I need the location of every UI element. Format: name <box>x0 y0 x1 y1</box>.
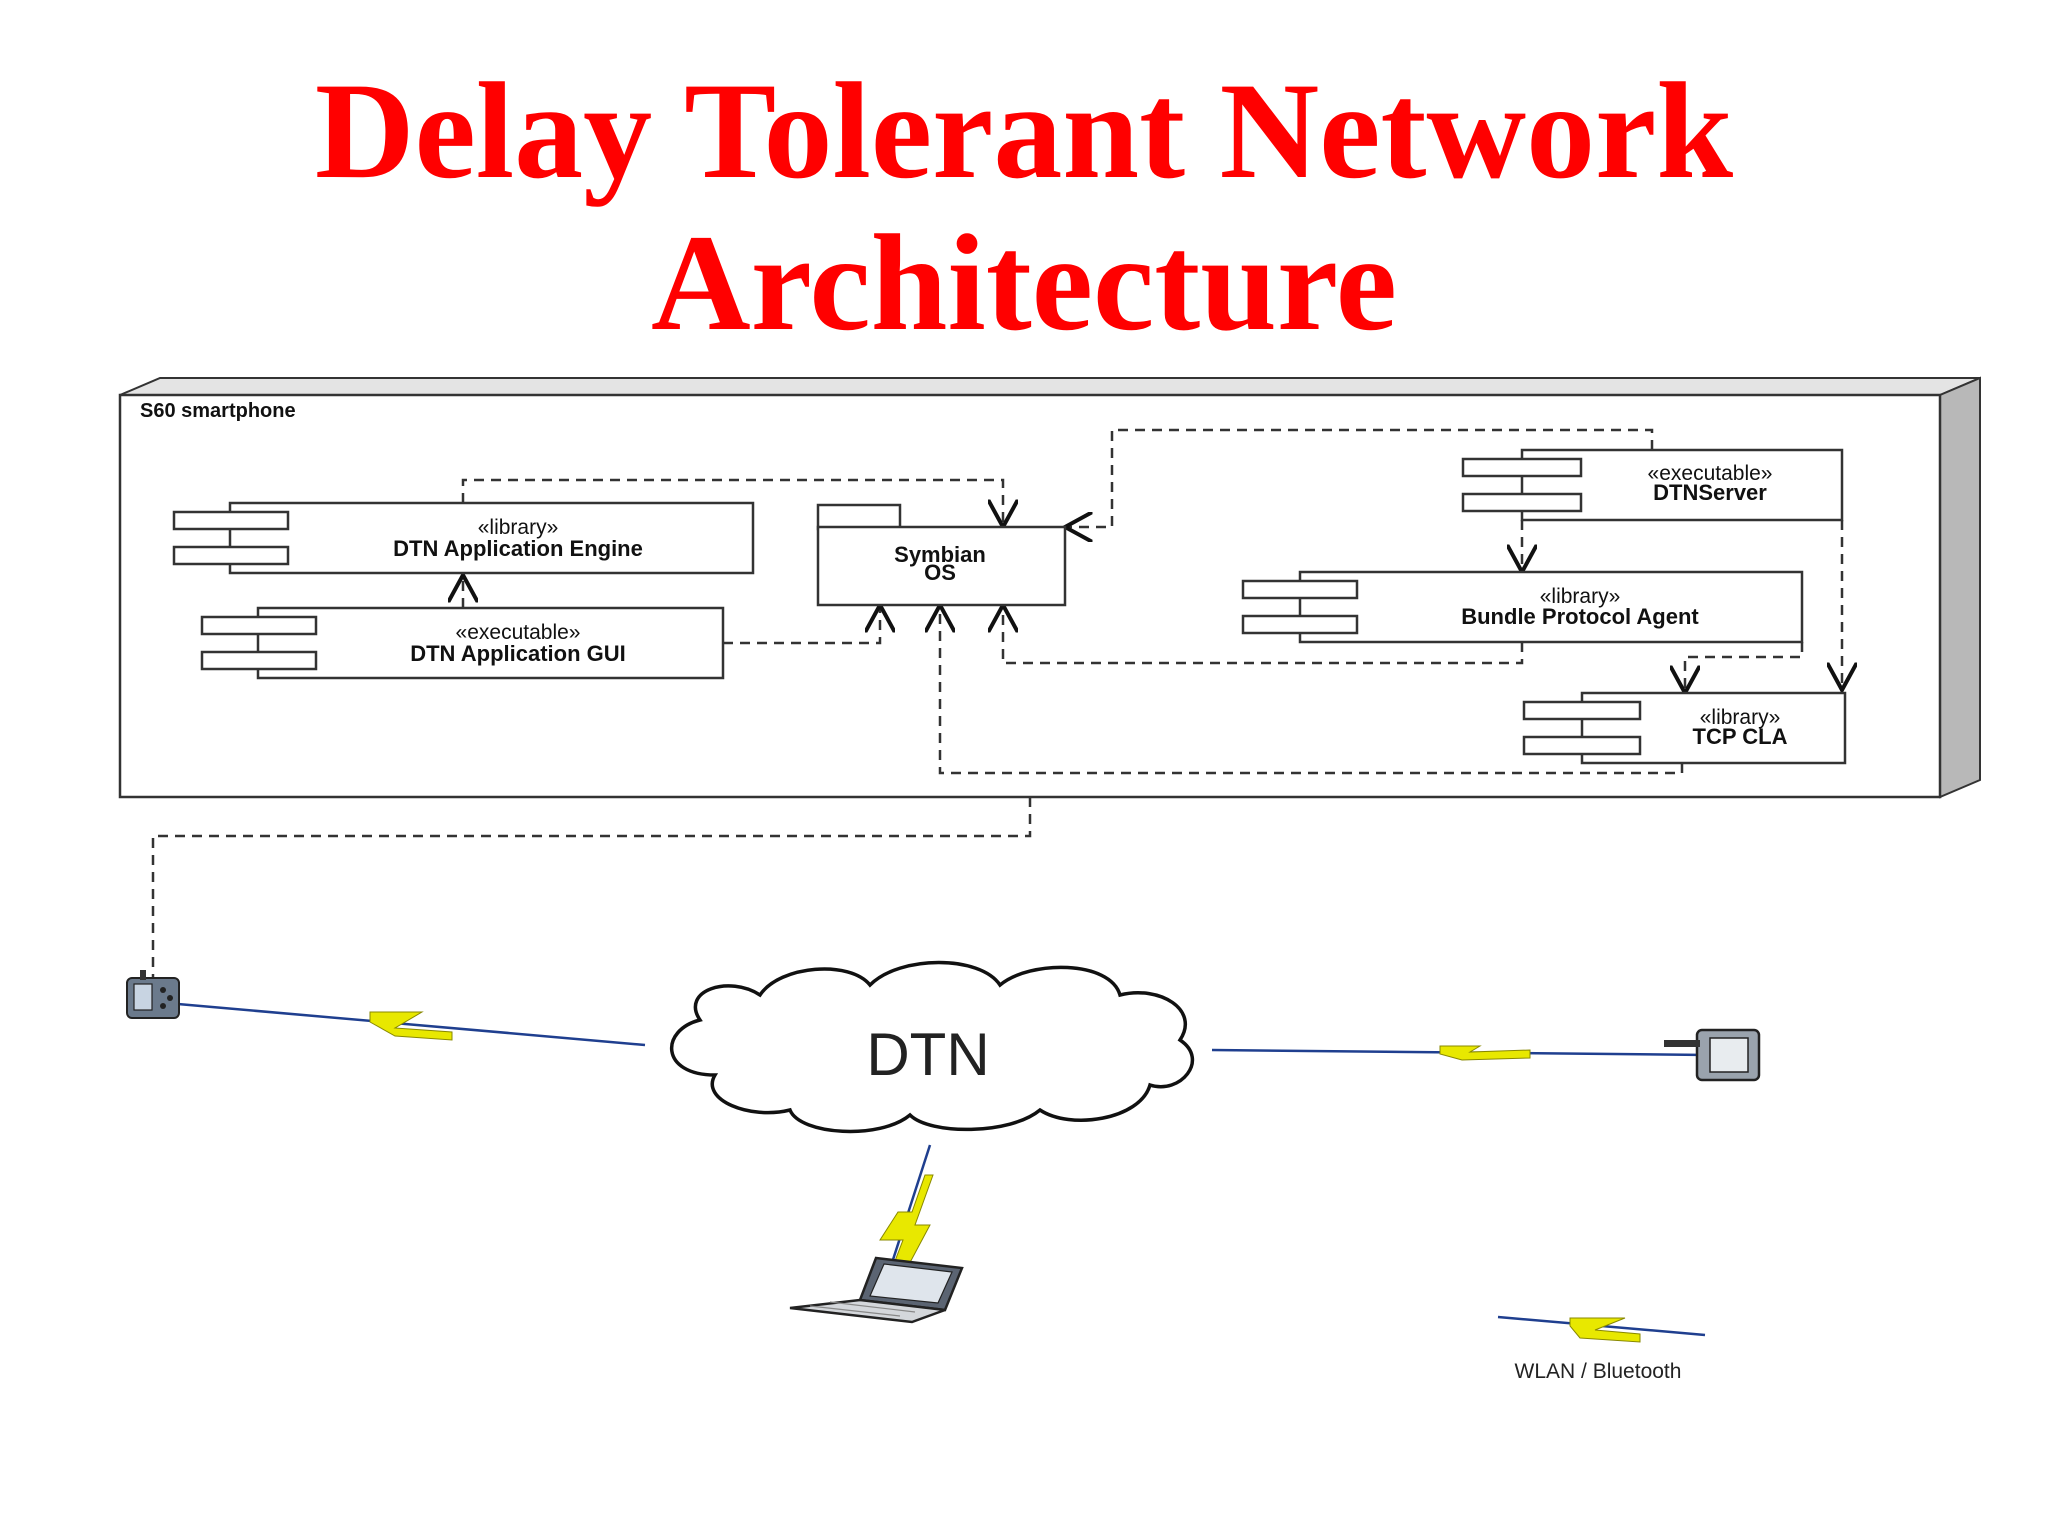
app-engine-stereotype: «library» <box>478 516 559 539</box>
app-gui-stereotype: «executable» <box>456 621 581 644</box>
component-dtn-server: «executable» DTNServer <box>1461 448 1844 522</box>
legend-label: WLAN / Bluetooth <box>1515 1360 1682 1383</box>
symbian-name-line1: Symbian <box>894 542 986 567</box>
bpa-name: Bundle Protocol Agent <box>1461 604 1699 629</box>
wireless-link-pda <box>1211 1045 1709 1061</box>
dtn-server-stereotype: «executable» <box>1648 462 1773 485</box>
component-bundle-protocol-agent: «library» Bundle Protocol Agent <box>1241 570 1804 644</box>
legend: WLAN / Bluetooth <box>1497 1315 1706 1383</box>
component-app-engine: «library» DTN Application Engine <box>172 501 755 575</box>
slide-title: Delay Tolerant Network Architecture <box>0 55 2048 359</box>
app-engine-name: DTN Application Engine <box>393 536 643 561</box>
dtn-server-name: DTNServer <box>1653 480 1767 505</box>
node-label: S60 smartphone <box>140 400 296 422</box>
tcp-cla-name: TCP CLA <box>1693 724 1788 749</box>
package-symbian-os: Symbian OS <box>816 503 1067 607</box>
title-line-1: Delay Tolerant Network <box>314 54 1734 207</box>
wireless-link-phone <box>154 1000 646 1047</box>
app-gui-name: DTN Application GUI <box>410 641 626 666</box>
legend-bolt-icon <box>1569 1317 1641 1343</box>
tcp-cla-stereotype: «library» <box>1700 706 1781 729</box>
component-tcp-cla: «library» TCP CLA <box>1522 691 1847 765</box>
cloud-label: DTN <box>866 1021 989 1088</box>
bpa-stereotype: «library» <box>1540 585 1621 608</box>
title-line-2: Architecture <box>651 206 1397 359</box>
dependency-lines <box>151 428 1842 980</box>
phone-icon <box>126 970 180 1019</box>
dtn-cloud: DTN <box>670 960 1195 1134</box>
pda-icon <box>1664 1028 1761 1082</box>
component-app-gui: «executable» DTN Application GUI <box>200 606 725 680</box>
symbian-name-line2: OS <box>924 560 956 585</box>
laptop-icon <box>789 1256 964 1324</box>
